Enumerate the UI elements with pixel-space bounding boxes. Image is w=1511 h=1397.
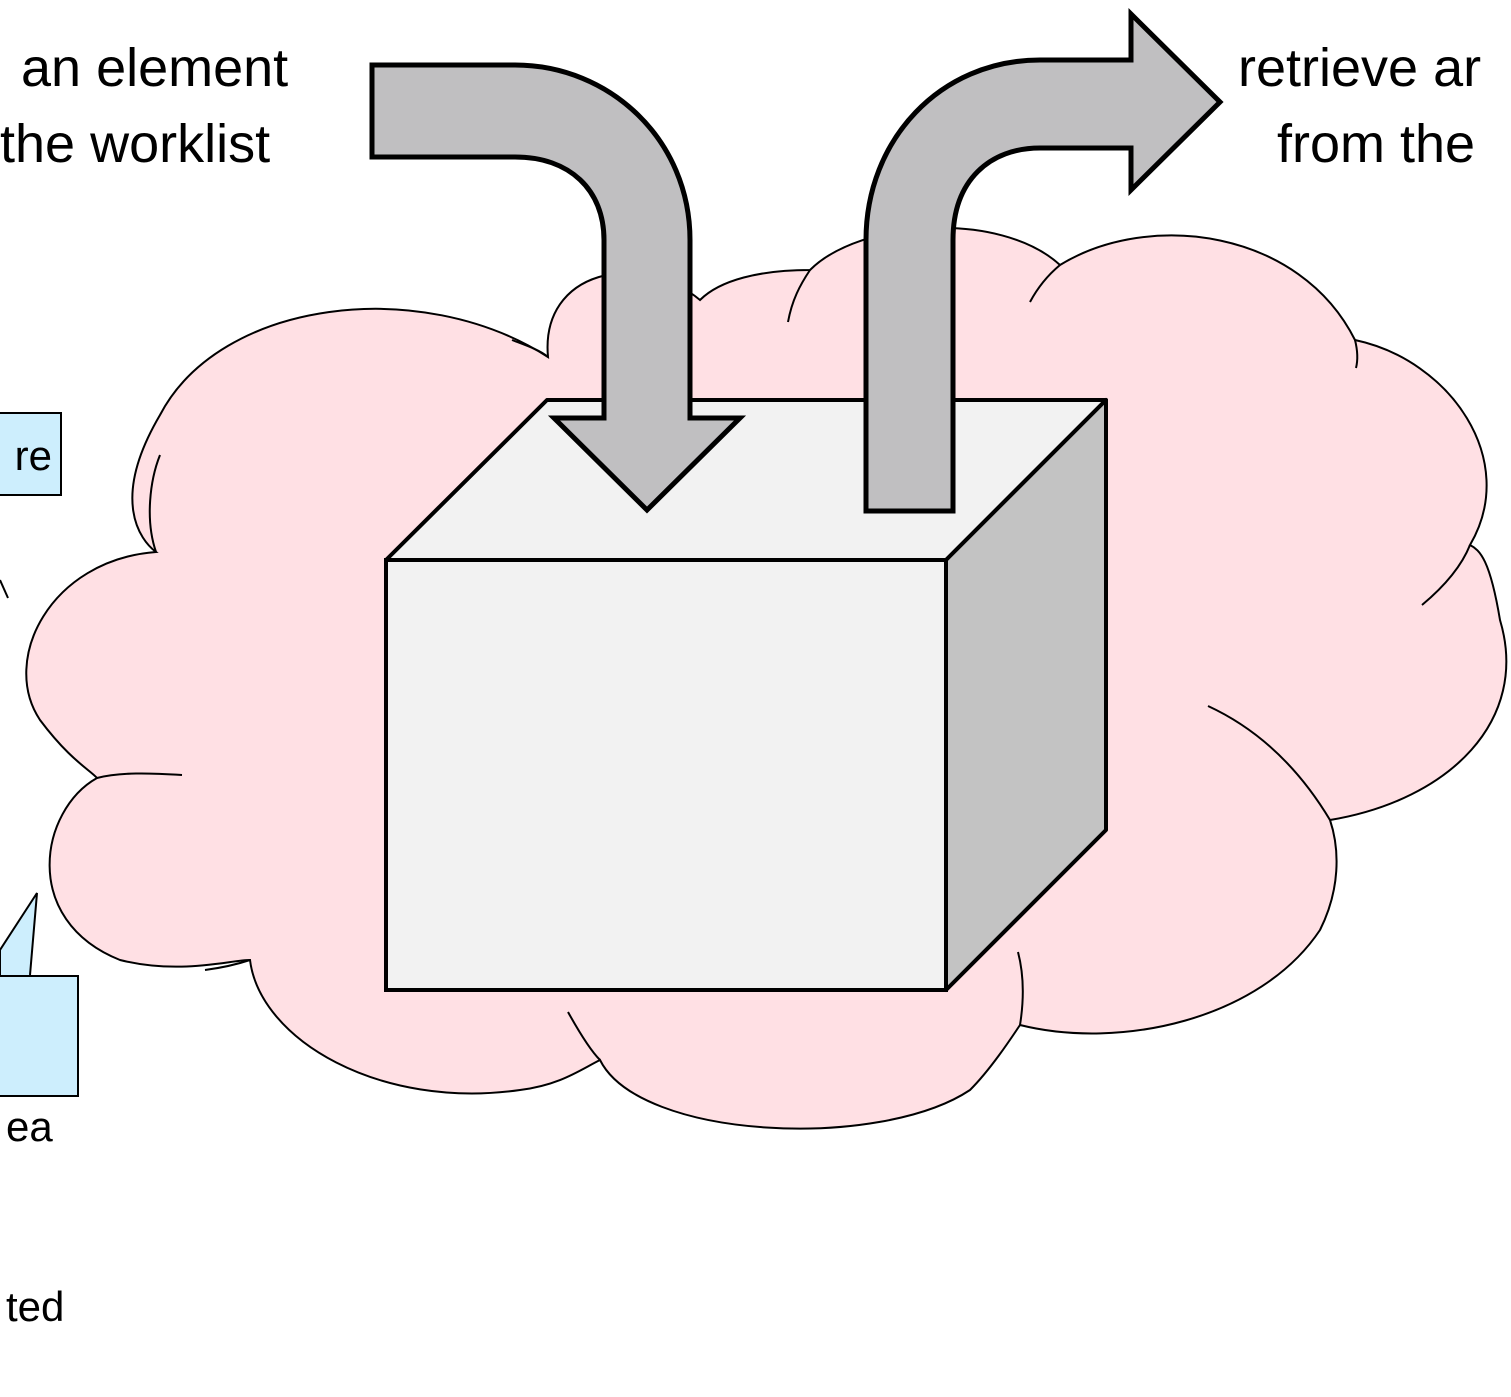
arrow-right-icon bbox=[863, 8, 1224, 514]
retrieve-label-line2: from the bbox=[1277, 114, 1476, 174]
callout-lower: ea ted bbox=[0, 975, 79, 1330]
callout-pointer-lower bbox=[0, 892, 38, 976]
insert-label-line1: an element bbox=[6, 38, 289, 98]
callout-lower-line2: ted bbox=[6, 1283, 65, 1330]
callout-lower-line1: ea bbox=[6, 1103, 53, 1150]
callout-pointer-upper bbox=[0, 579, 9, 599]
arrow-down-icon bbox=[369, 62, 747, 514]
box-icon bbox=[384, 398, 1108, 992]
callout-upper: re bbox=[0, 412, 62, 496]
retrieve-label-line1: retrieve ar bbox=[1238, 38, 1482, 98]
diagram-canvas bbox=[0, 8, 1508, 1130]
insert-label-line2: the worklist bbox=[0, 114, 271, 174]
